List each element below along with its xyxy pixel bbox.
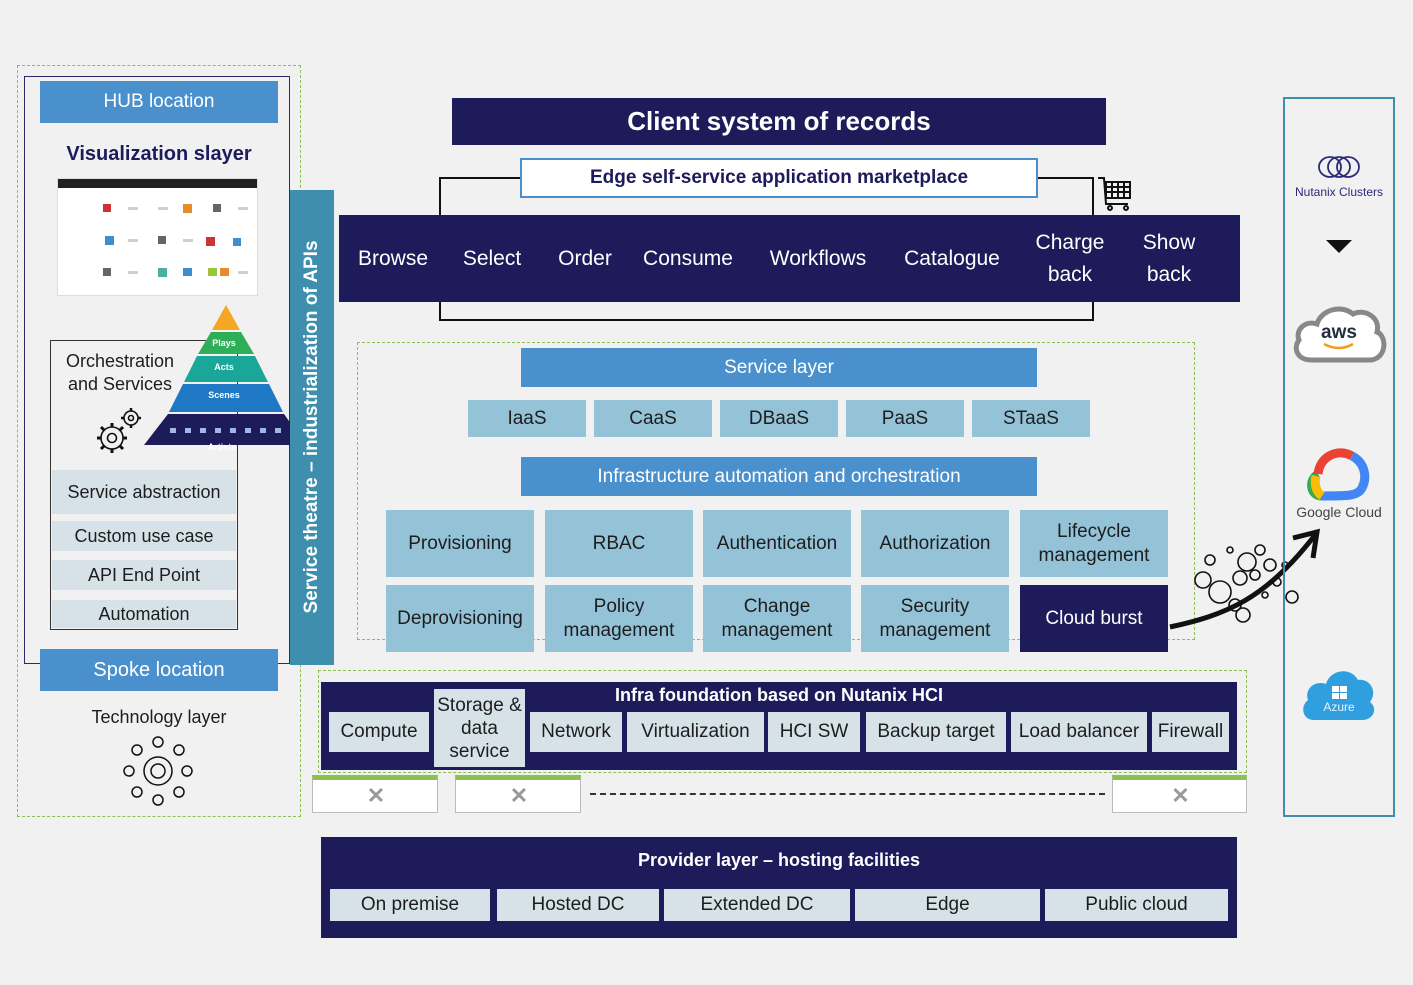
theatre-pyramid: Plays Acts Scenes Artists <box>144 305 306 452</box>
automation-policy: Policy management <box>545 585 693 652</box>
pyramid-plays: Plays <box>212 338 236 348</box>
automation-authentication: Authentication <box>703 510 851 577</box>
nutanix-logo-icon <box>1318 156 1360 178</box>
provider-edge: Edge <box>855 889 1040 921</box>
visualization-layer-title: Visualization slayer <box>66 142 252 165</box>
automation-change: Change management <box>703 585 851 652</box>
service-caas: CaaS <box>594 400 712 437</box>
automation-lifecycle: Lifecycle management <box>1020 510 1168 577</box>
pyramid-artists: Artists <box>208 442 237 452</box>
service-theatre-bar: Service theatre – industrialization of A… <box>290 190 334 665</box>
provider-hosted-dc: Hosted DC <box>497 889 659 921</box>
service-theatre-label: Service theatre – industrialization of A… <box>301 240 322 614</box>
service-dbaas: DBaaS <box>720 400 838 437</box>
cloud-burst-arrow <box>1169 528 1321 630</box>
automation-security: Security management <box>861 585 1009 652</box>
service-paas: PaaS <box>846 400 964 437</box>
pyramid-scenes: Scenes <box>208 390 240 400</box>
network-gear-icon <box>123 736 193 806</box>
provider-public-cloud: Public cloud <box>1045 889 1228 921</box>
nutanix-node-2: ✕ <box>455 775 581 813</box>
infra-backup-target: Backup target <box>866 712 1006 752</box>
automation-deprovisioning: Deprovisioning <box>386 585 534 652</box>
service-iaas: IaaS <box>468 400 586 437</box>
provider-layer-title: Provider layer – hosting facilities <box>637 849 921 870</box>
azure-cloud-icon <box>1303 671 1375 720</box>
automation-rbac: RBAC <box>545 510 693 577</box>
action-select[interactable]: Select <box>462 246 522 270</box>
action-workflows[interactable]: Workflows <box>769 246 867 270</box>
infra-automation-title: Infrastructure automation and orchestrat… <box>521 457 1037 496</box>
spoke-location: Spoke location <box>40 649 278 691</box>
orchestration-label: Orchestration and Services <box>65 351 175 394</box>
automation-authorization: Authorization <box>861 510 1009 577</box>
action-order[interactable]: Order <box>558 246 612 270</box>
nutanix-node-1: ✕ <box>312 775 438 813</box>
automation: Automation <box>52 600 236 628</box>
client-system-of-records: Client system of records <box>452 98 1106 145</box>
infra-virtualization: Virtualization <box>627 712 764 752</box>
action-browse[interactable]: Browse <box>357 246 429 270</box>
custom-use-case: Custom use case <box>52 521 236 551</box>
infra-hci-sw: HCI SW <box>768 712 860 752</box>
infra-compute: Compute <box>329 712 429 752</box>
azure-label: Azure <box>1323 700 1355 714</box>
infra-network: Network <box>530 712 622 752</box>
aws-cloud-icon <box>1293 306 1387 363</box>
infra-frame <box>318 670 1247 773</box>
action-charge-back[interactable]: Charge back <box>1035 230 1105 286</box>
infra-firewall: Firewall <box>1152 712 1229 752</box>
service-staas: STaaS <box>972 400 1090 437</box>
google-cloud-icon <box>1307 448 1370 501</box>
cloud-column <box>1283 97 1395 817</box>
service-abstraction: Service abstraction <box>52 470 236 514</box>
provider-layer-box <box>321 837 1237 938</box>
action-catalogue[interactable]: Catalogue <box>904 246 1000 270</box>
automation-provisioning: Provisioning <box>386 510 534 577</box>
api-end-point: API End Point <box>52 560 236 590</box>
gears-icon <box>97 408 141 453</box>
service-layer-title: Service layer <box>521 348 1037 387</box>
marketplace-title: Edge self-service application marketplac… <box>520 158 1038 198</box>
marketplace-actions-bar: Browse Select Order Consume Workflows Ca… <box>339 215 1240 302</box>
action-show-back[interactable]: Show back <box>1142 230 1196 286</box>
shopping-cart-icon <box>1098 177 1131 211</box>
provider-extended-dc: Extended DC <box>664 889 850 921</box>
technology-layer: Technology layer <box>91 706 227 727</box>
provider-on-premise: On premise <box>330 889 490 921</box>
dashboard-thumbnail <box>57 178 258 296</box>
hub-location: HUB location <box>40 81 278 123</box>
infra-load-balancer: Load balancer <box>1011 712 1147 752</box>
infra-storage: Storage & data service <box>434 689 525 767</box>
nutanix-node-3: ✕ <box>1112 775 1247 813</box>
nutanix-clusters-label: Nutanix Clusters <box>1294 185 1384 199</box>
nodes-dashed-line <box>590 793 1105 795</box>
aws-label: aws <box>1321 322 1357 343</box>
action-consume[interactable]: Consume <box>643 246 733 270</box>
pyramid-acts: Acts <box>214 362 234 372</box>
automation-cloud-burst: Cloud burst <box>1020 585 1168 652</box>
infra-foundation-title: Infra foundation based on Nutanix HCI <box>615 684 943 705</box>
down-arrow-icon <box>1326 240 1352 253</box>
google-cloud-label: Google Cloud <box>1296 504 1382 520</box>
